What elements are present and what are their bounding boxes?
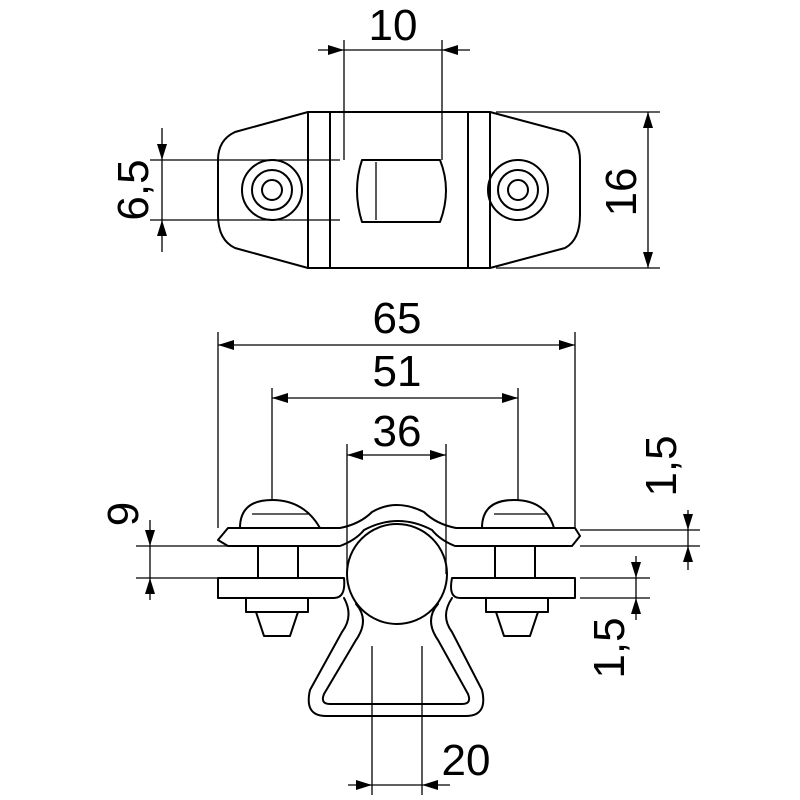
right-nut <box>485 597 549 637</box>
front-base-plate <box>217 577 346 599</box>
dim-hole-spacing: 51 <box>373 347 422 396</box>
dim-top-height: 16 <box>597 168 646 217</box>
right-screw-top <box>487 159 549 221</box>
dim-clamp-diameter: 36 <box>373 407 422 456</box>
left-spacer <box>257 545 299 579</box>
dim-top-width: 10 <box>369 1 418 50</box>
dim-loop-width: 20 <box>442 736 491 785</box>
front-view: 65 51 36 9 1,5 1,5 <box>99 294 700 795</box>
left-nut <box>245 597 309 637</box>
dim-strap-thickness-top: 1,5 <box>637 435 686 496</box>
dim-strap-thickness-base: 1,5 <box>585 617 634 678</box>
top-slot <box>356 159 447 223</box>
front-pipe <box>346 523 448 625</box>
dim-overall-width: 65 <box>373 294 422 343</box>
front-top-strap <box>217 504 581 547</box>
dim-top-hole: 6,5 <box>109 159 158 220</box>
top-view: 10 6,5 16 <box>109 1 660 269</box>
front-loop <box>307 597 485 717</box>
top-center-strap <box>307 111 491 269</box>
right-screw-head <box>481 499 555 529</box>
left-screw-top <box>241 159 303 221</box>
left-screw-head <box>239 499 321 529</box>
dim-base-offset: 9 <box>99 502 148 526</box>
top-plate-outline <box>217 111 581 269</box>
right-spacer <box>494 545 536 579</box>
